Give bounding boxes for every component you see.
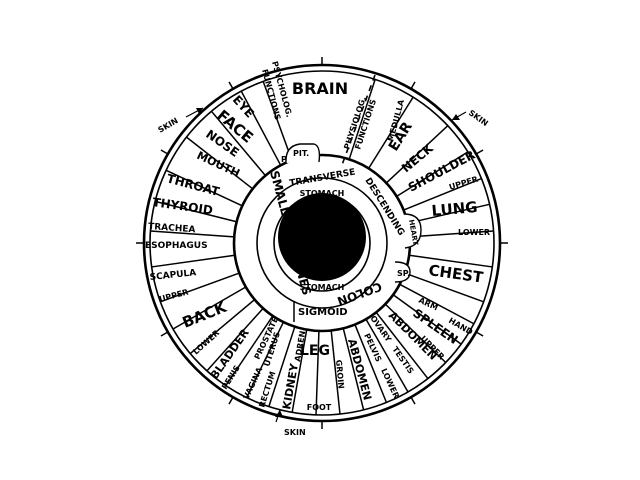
rim-tick-1 xyxy=(475,331,484,337)
heart-bubble xyxy=(403,213,422,249)
zone-divider-18 xyxy=(315,330,320,415)
label-skin-left: SKIN xyxy=(157,116,180,135)
label-skin-bottom: SKIN xyxy=(284,428,306,437)
rim-tick-8 xyxy=(228,81,234,90)
zone-divider-33 xyxy=(240,90,282,166)
zone-divider-26 xyxy=(160,272,240,303)
zone-divider-1 xyxy=(348,79,376,160)
zone-dividers xyxy=(150,79,494,415)
label-brain: BRAIN xyxy=(292,79,348,98)
sp-bubble xyxy=(394,261,411,283)
zone-divider-8 xyxy=(409,254,493,268)
colon-ring xyxy=(256,177,388,309)
zone-divider-22 xyxy=(225,315,274,387)
rim-ticks xyxy=(136,57,508,429)
label-skin-right: SKIN xyxy=(467,108,490,128)
zone-divider-0 xyxy=(262,81,293,161)
label-groin: GROIN xyxy=(334,359,346,389)
skin-pointer-right xyxy=(451,111,467,121)
rim-tick-4 xyxy=(228,396,234,405)
label-upper-back: UPPER xyxy=(158,288,189,304)
rim-tick-10 xyxy=(410,81,416,90)
label-p: P xyxy=(281,155,287,164)
zone-divider-25 xyxy=(172,286,247,330)
label-lower-lung: LOWER xyxy=(458,228,490,237)
zone-divider-12 xyxy=(384,303,447,364)
label-lower-abdomen: LOWER xyxy=(379,367,401,400)
label-lower-back: LOWER xyxy=(191,328,221,356)
zone-divider-28 xyxy=(150,230,235,238)
zone-divider-7 xyxy=(409,230,494,238)
label-scapula: SCAPULA xyxy=(149,268,196,283)
zone-divider-2 xyxy=(367,96,414,169)
zone-divider-6 xyxy=(407,203,490,224)
zone-divider-19 xyxy=(291,329,308,413)
label-sigmoid: SIGMOID xyxy=(298,307,348,318)
zone-divider-10 xyxy=(399,283,475,325)
zone-divider-3 xyxy=(385,125,449,184)
medulla-dashed-line xyxy=(341,74,376,166)
zone-divider-11 xyxy=(392,294,462,345)
zone-divider-21 xyxy=(245,321,285,398)
zone-divider-17 xyxy=(330,330,341,415)
zone-divider-13 xyxy=(375,311,429,379)
pit-bubble xyxy=(285,143,321,164)
label-kidney: KIDNEY xyxy=(280,362,301,411)
zone-divider-9 xyxy=(404,272,484,303)
label-stomach-top: STOMACH xyxy=(300,189,345,198)
label-throat: THROAT xyxy=(165,171,221,199)
zone-divider-15 xyxy=(354,324,388,403)
label-upper-lung: UPPER xyxy=(448,175,479,192)
label-foot: FOOT xyxy=(307,403,332,412)
label-testis: TESTIS xyxy=(390,345,415,376)
zone-divider-31 xyxy=(186,136,254,190)
rim-tick-5 xyxy=(160,331,169,337)
label-stomach-bottom: STOMACH xyxy=(300,283,345,292)
label-descending: DESCENDING xyxy=(362,176,406,237)
zone-divider-4 xyxy=(396,151,469,198)
zone-divider-32 xyxy=(210,110,267,177)
zone-divider-30 xyxy=(165,169,243,207)
zone-divider-16 xyxy=(342,328,365,411)
zone-divider-20 xyxy=(268,326,296,407)
label-esophagus: ESOPHAGUS xyxy=(145,241,208,251)
label-thyroid: THYROID xyxy=(152,195,214,217)
zone-divider-23 xyxy=(206,307,264,372)
skin-pointer-bottom xyxy=(275,409,283,423)
pupil xyxy=(278,193,366,281)
rim-tick-7 xyxy=(160,149,169,155)
label-leg: LEG xyxy=(300,343,330,359)
label-pelvis: PELVIS xyxy=(362,332,383,363)
zone-divider-24 xyxy=(189,298,256,355)
rim-tick-11 xyxy=(475,149,484,155)
label-sp: SP. xyxy=(397,269,410,278)
zone-divider-27 xyxy=(151,254,235,268)
label-lung: LUNG xyxy=(431,198,478,220)
zone-divider-5 xyxy=(403,177,482,211)
label-trachea: TRACHEA xyxy=(148,222,196,235)
label-pit: PIT. xyxy=(293,149,309,158)
rim-tick-2 xyxy=(410,396,416,405)
zone-divider-29 xyxy=(154,200,237,223)
outer-ring-inner xyxy=(149,70,495,416)
label-transverse: TRANSVERSE xyxy=(289,168,356,189)
zone-divider-14 xyxy=(365,318,409,393)
skin-pointer-left xyxy=(185,107,204,118)
